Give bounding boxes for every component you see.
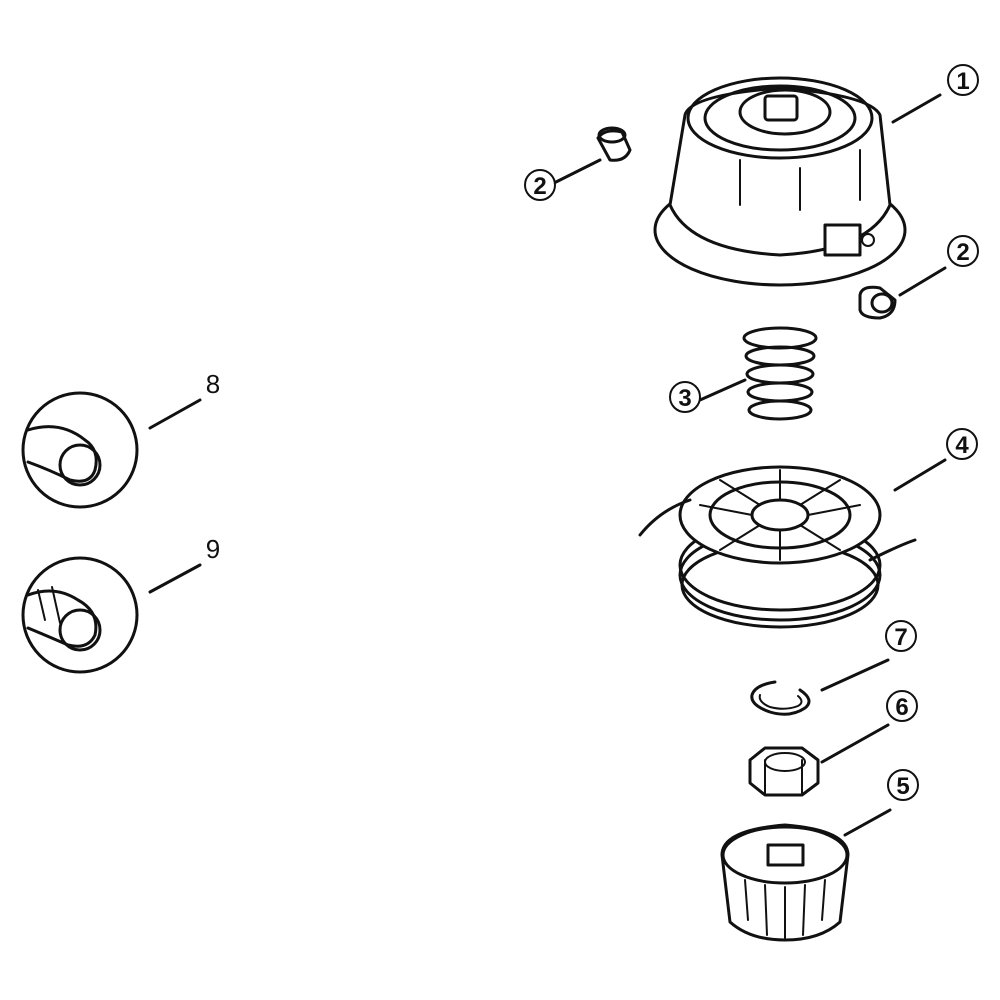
callout-3-label: 3 xyxy=(678,385,691,412)
callout-9-label: 9 xyxy=(206,534,220,564)
callout-1: 1 xyxy=(947,64,979,96)
callout-8-label: 8 xyxy=(206,369,220,399)
callout-6-label: 6 xyxy=(895,694,908,721)
part-5-cap xyxy=(720,808,892,942)
callout-7: 7 xyxy=(885,620,917,652)
callout-3: 3 xyxy=(669,381,701,413)
callout-2-upper: 2 xyxy=(524,169,556,201)
part-7-circlip xyxy=(750,658,890,716)
part-1-spool-housing xyxy=(653,76,942,287)
part-8-round-line-section xyxy=(21,391,202,509)
callout-1-label: 1 xyxy=(956,68,969,95)
part-2-eyelet-upper xyxy=(548,126,632,187)
part-6-nut xyxy=(748,723,890,797)
callout-7-label: 7 xyxy=(894,624,907,651)
part-9-twisted-line-section xyxy=(21,556,202,674)
part-2-eyelet-lower xyxy=(858,266,947,320)
callout-4-label: 4 xyxy=(955,432,969,459)
part-3-spring xyxy=(698,326,818,421)
callout-5-label: 5 xyxy=(896,773,909,800)
part-4-line-spool xyxy=(638,458,947,629)
callout-2-lower-label: 2 xyxy=(956,239,969,266)
callout-4: 4 xyxy=(946,428,978,460)
callout-5: 5 xyxy=(887,769,919,801)
callout-2-lower: 2 xyxy=(947,235,979,267)
callout-6: 6 xyxy=(886,690,918,722)
callout-2-upper-label: 2 xyxy=(533,173,546,200)
